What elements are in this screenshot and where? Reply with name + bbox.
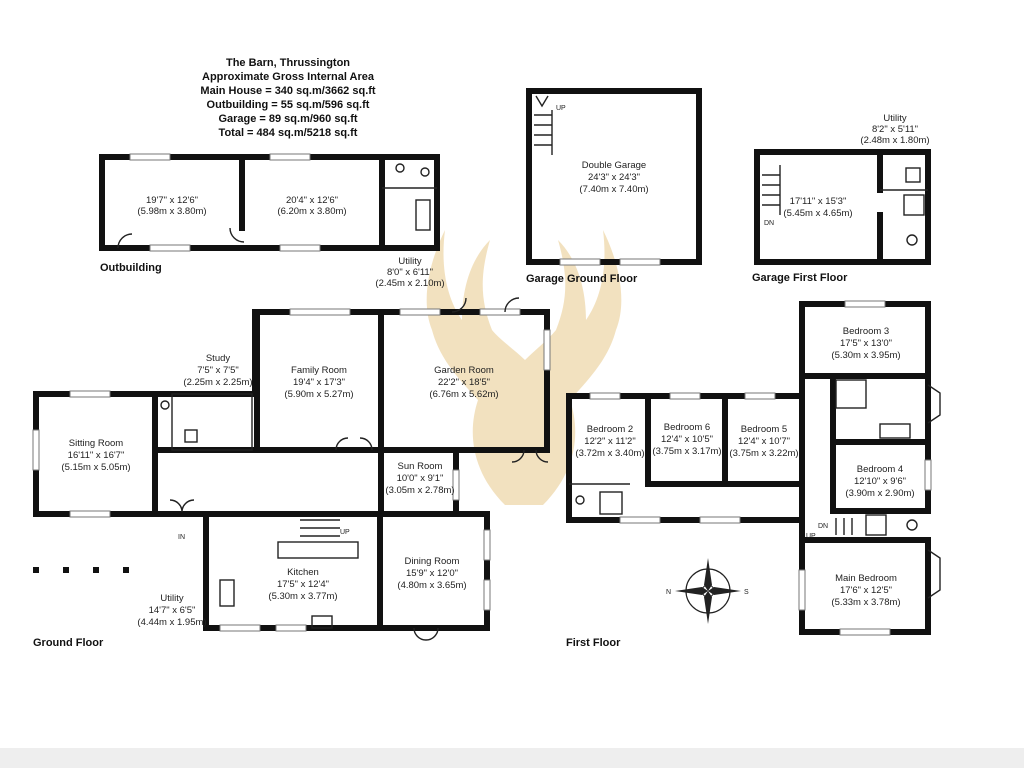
- sitting-room-dim: 16'11" x 16'7": [68, 450, 125, 461]
- garage-dn-mark: DN: [764, 220, 774, 227]
- first-floor-dn-mark: DN: [818, 523, 828, 530]
- kitchen-up-mark: UP: [340, 529, 350, 536]
- garage-utility-dim: 8'2" x 5'11": [872, 124, 918, 135]
- garage-utility-metric: (2.48m x 1.80m): [860, 135, 929, 146]
- kitchen-name: Kitchen: [287, 567, 319, 578]
- family-room-dim: 19'4" x 17'3": [293, 377, 345, 388]
- double-garage-dim: 24'3" x 24'3": [588, 172, 640, 183]
- garage-utility-name: Utility: [883, 113, 906, 124]
- compass-rose-icon: N S: [666, 558, 749, 624]
- outbuilding-utility-name: Utility: [398, 256, 421, 267]
- bedroom3-name: Bedroom 3: [843, 326, 889, 337]
- header-line-5: Garage = 89 sq.m/960 sq.ft: [218, 113, 357, 125]
- study-dim: 7'5" x 7'5": [197, 365, 239, 376]
- outbuilding-room1-dim: 19'7" x 12'6": [146, 195, 198, 206]
- outbuilding-room2-metric: (6.20m x 3.80m): [277, 206, 346, 217]
- bedroom3-metric: (5.30m x 3.95m): [831, 350, 900, 361]
- property-header: The Barn, Thrussington Approximate Gross…: [200, 57, 375, 139]
- garage-ground-label: Garage Ground Floor: [526, 273, 638, 285]
- main-bedroom-metric: (5.33m x 3.78m): [831, 597, 900, 608]
- utility-name: Utility: [160, 593, 183, 604]
- bedroom2-metric: (3.72m x 3.40m): [575, 448, 644, 459]
- ground-floor-plan: UP IN Sitting Room 16'11" x 16'7" (5.15m…: [32, 297, 551, 649]
- stag-head-logo: [426, 230, 622, 505]
- bedroom6-metric: (3.75m x 3.17m): [652, 446, 721, 457]
- first-floor-label: First Floor: [566, 637, 621, 649]
- double-garage-metric: (7.40m x 7.40m): [579, 184, 648, 195]
- garage-first-dim: 17'11" x 15'3": [790, 196, 847, 207]
- garage-first-plan: DN 17'11" x 15'3" (5.45m x 4.65m) Utilit…: [752, 113, 931, 284]
- outbuilding-label: Outbuilding: [100, 262, 162, 274]
- double-garage-name: Double Garage: [582, 160, 646, 171]
- outbuilding-plan: 19'7" x 12'6" (5.98m x 3.80m) 20'4" x 12…: [99, 153, 445, 289]
- ground-floor-label: Ground Floor: [33, 637, 104, 649]
- kitchen-dim: 17'5" x 12'4": [277, 579, 329, 590]
- first-floor-up-mark: UP: [806, 533, 816, 540]
- family-room-name: Family Room: [291, 365, 347, 376]
- bedroom2-dim: 12'2" x 11'2": [584, 436, 635, 447]
- bedroom4-dim: 12'10" x 9'6": [854, 476, 906, 487]
- dining-room-dim: 15'9" x 12'0": [406, 568, 458, 579]
- bedroom5-name: Bedroom 5: [741, 424, 787, 435]
- bedroom5-dim: 12'4" x 10'7": [738, 436, 790, 447]
- bottom-strip: [0, 748, 1024, 768]
- family-room-metric: (5.90m x 5.27m): [284, 389, 353, 400]
- sun-room-name: Sun Room: [398, 461, 443, 472]
- garden-room-dim: 22'2" x 18'5": [438, 377, 490, 388]
- entrance-in-mark: IN: [178, 534, 185, 541]
- utility-metric: (4.44m x 1.95m): [137, 617, 206, 628]
- bedroom5-metric: (3.75m x 3.22m): [729, 448, 798, 459]
- bedroom3-dim: 17'5" x 13'0": [840, 338, 892, 349]
- compass-north: N: [666, 589, 671, 596]
- sitting-room-name: Sitting Room: [69, 438, 123, 449]
- sun-room-metric: (3.05m x 2.78m): [385, 485, 454, 496]
- sun-room-dim: 10'0" x 9'1": [397, 473, 444, 484]
- header-line-4: Outbuilding = 55 sq.m/596 sq.ft: [207, 99, 370, 111]
- main-bedroom-dim: 17'6" x 12'5": [840, 585, 892, 596]
- study-metric: (2.25m x 2.25m): [183, 377, 252, 388]
- utility-dim: 14'7" x 6'5": [149, 605, 196, 616]
- bedroom6-dim: 12'4" x 10'5": [661, 434, 713, 445]
- sitting-room-metric: (5.15m x 5.05m): [61, 462, 130, 473]
- bedroom2-name: Bedroom 2: [587, 424, 633, 435]
- outbuilding-utility-dim: 8'0" x 6'11": [387, 267, 433, 278]
- bedroom4-metric: (3.90m x 2.90m): [845, 488, 914, 499]
- garage-ground-plan: UP Double Garage 24'3" x 24'3" (7.40m x …: [526, 88, 702, 285]
- outbuilding-utility-metric: (2.45m x 2.10m): [375, 278, 444, 289]
- first-floor-plan: DN UP Bedroom 2 12'2" x 11'2" (3.72m x 3…: [566, 300, 941, 649]
- header-line-6: Total = 484 sq.m/5218 sq.ft: [219, 127, 358, 139]
- dining-room-name: Dining Room: [405, 556, 460, 567]
- kitchen-metric: (5.30m x 3.77m): [268, 591, 337, 602]
- garage-first-label: Garage First Floor: [752, 272, 848, 284]
- header-line-1: The Barn, Thrussington: [226, 57, 350, 69]
- garden-room-name: Garden Room: [434, 365, 494, 376]
- outbuilding-room2-dim: 20'4" x 12'6": [286, 195, 338, 206]
- bedroom6-name: Bedroom 6: [664, 422, 710, 433]
- dining-room-metric: (4.80m x 3.65m): [397, 580, 466, 591]
- garage-first-metric: (5.45m x 4.65m): [783, 208, 852, 219]
- bedroom4-name: Bedroom 4: [857, 464, 903, 475]
- study-name: Study: [206, 353, 231, 364]
- main-bedroom-name: Main Bedroom: [835, 573, 897, 584]
- header-line-3: Main House = 340 sq.m/3662 sq.ft: [200, 85, 375, 97]
- header-line-2: Approximate Gross Internal Area: [202, 71, 375, 83]
- outbuilding-room1-metric: (5.98m x 3.80m): [137, 206, 206, 217]
- compass-south: S: [744, 589, 749, 596]
- garden-room-metric: (6.76m x 5.62m): [429, 389, 498, 400]
- garage-up-mark: UP: [556, 105, 566, 112]
